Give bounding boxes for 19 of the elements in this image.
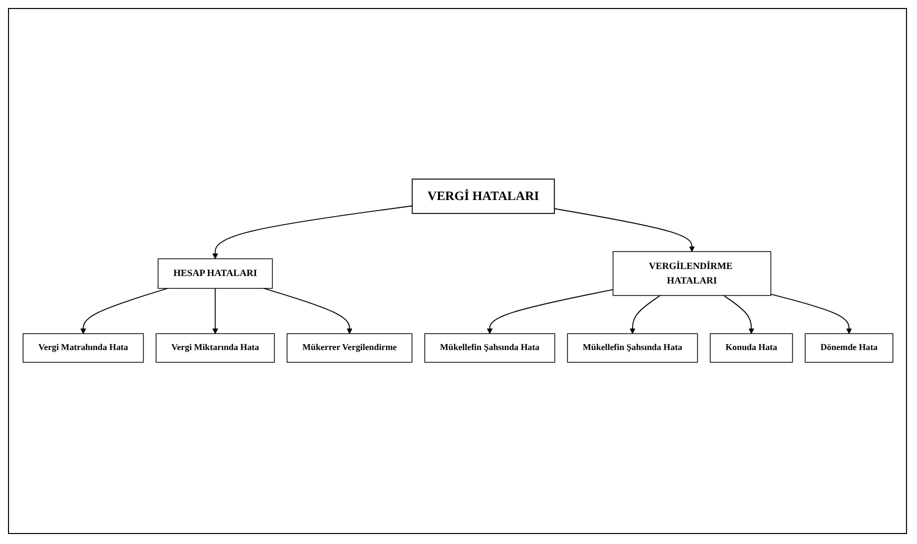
arrow [212, 288, 218, 334]
arrow [212, 206, 412, 260]
node-box [566, 334, 698, 363]
node-box [157, 258, 272, 290]
arrow [770, 294, 852, 334]
arrow [629, 295, 660, 334]
arrow [486, 289, 614, 334]
node-box [709, 334, 792, 363]
node-box [22, 334, 144, 363]
node-box [411, 178, 554, 214]
node-box [612, 252, 771, 296]
node-box [286, 334, 412, 363]
node-box [424, 334, 555, 363]
diagram-frame: VERGİ HATALARI HESAP HATALARI VERGİLENDİRME HATALARI Vergi Matrahında Hata Vergi Miktarında Hata Mükerrer Vergilendirme Mükellefin Şahsında Hata Mükellefin Şahsında Hata Konuda Hata Dönemde Hata [8, 8, 907, 534]
arrow [553, 208, 694, 252]
arrow [80, 288, 168, 334]
node-box [155, 334, 274, 363]
arrow [722, 295, 754, 334]
node-box [804, 334, 893, 363]
